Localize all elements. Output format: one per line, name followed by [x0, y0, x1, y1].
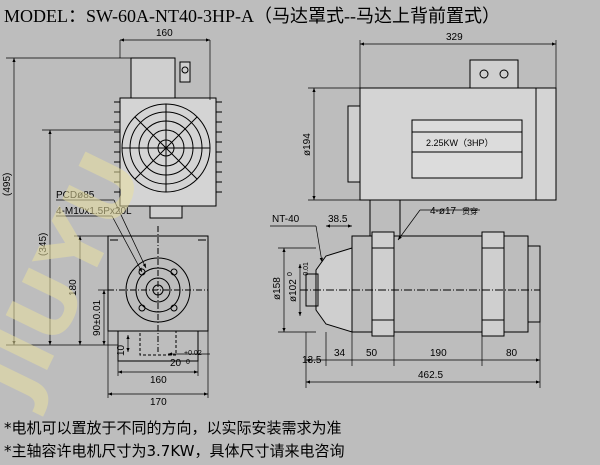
dim-10: 10 [116, 344, 127, 356]
dim-13-5: 13.5 [302, 355, 322, 366]
page-title: MODEL：SW-60A-NT40-3HP-A（马达罩式--马达上背前置式） [4, 6, 500, 26]
side-dimensions [270, 40, 557, 388]
dim-190: 190 [430, 348, 447, 359]
dim-dia-158: ø158 [272, 277, 283, 300]
dim-len-329: 329 [446, 32, 463, 43]
dim-height-345: (345) [38, 233, 49, 256]
dim-dia-194: ø194 [302, 133, 313, 156]
motor-plate-label: 2.25KW（3HP） [426, 138, 494, 148]
dim-pcd: PCDø85 [56, 190, 95, 201]
side-dimension-labels: 329 ø194 NT-40 38.5 4-ø17 贯穿 ø158 ø102 0… [272, 32, 518, 381]
dim-dia-102-tol-upper: 0 [287, 272, 294, 276]
dim-height-90: 90±0.01 [92, 299, 103, 336]
dim-50: 50 [366, 348, 378, 359]
dim-key-20: 20 [170, 358, 182, 369]
side-fan-cover [535, 87, 557, 201]
front-terminal-box [130, 57, 176, 99]
note-1: *电机可以置放于不同的方向，以实际安装需求为准 [4, 419, 342, 437]
dim-top-width: 160 [156, 28, 173, 39]
motor-nameplate [411, 119, 523, 179]
front-dimensions [6, 38, 211, 398]
dim-bottom-170: 170 [150, 397, 167, 408]
dim-dia-102: ø102 [288, 279, 299, 302]
note-2: *主轴容许电机尺寸为3.7KW，具体尺寸请来电咨询 [4, 442, 345, 460]
dim-overall-height: (495) [2, 173, 13, 196]
front-dimension-labels: 160 (495) (345) 180 90±0.01 10 20 +0.02 … [2, 28, 202, 408]
dim-38-5: 38.5 [328, 214, 348, 225]
dim-key-20-tol-lower: 0 [186, 359, 190, 366]
side-clamp-2 [481, 231, 505, 337]
side-view [300, 59, 557, 337]
side-clamp-1 [371, 231, 395, 337]
front-view [107, 57, 222, 362]
dim-height-180: 180 [68, 279, 79, 296]
motor-cooling-fins [114, 101, 222, 193]
dim-holes-note: 贯穿 [462, 206, 478, 216]
dim-key-20-tol-upper: +0.02 [184, 350, 202, 357]
side-terminal-box [469, 59, 519, 89]
dim-80: 80 [506, 348, 518, 359]
dim-nt40: NT-40 [272, 214, 300, 225]
watermark: JIUYU [0, 137, 162, 418]
dim-34: 34 [334, 348, 346, 359]
dim-thread: 4-M10x1.5Px20L [56, 206, 132, 217]
dim-holes: 4-ø17 [430, 206, 457, 217]
watermark-text: JIUYU [0, 137, 162, 418]
dim-dia-102-tol-lower: -0.01 [303, 262, 310, 278]
dim-bottom-160: 160 [150, 375, 167, 386]
dim-len-462-5: 462.5 [418, 370, 443, 381]
